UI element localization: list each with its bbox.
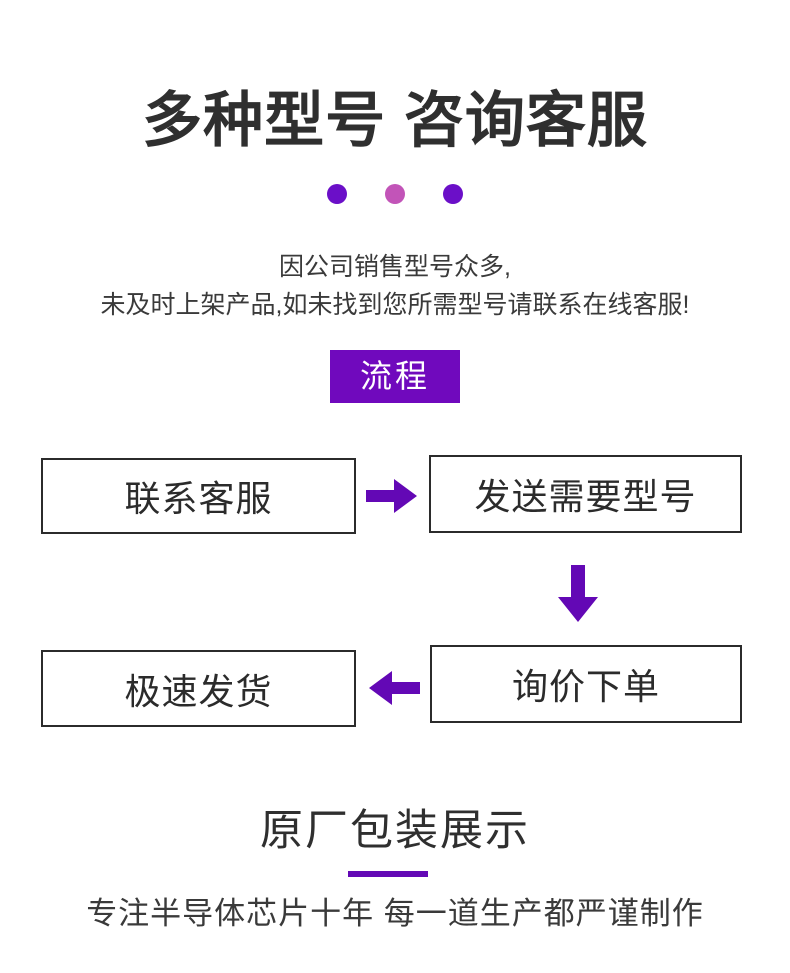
flow-step-fast-shipping[interactable]: 极速发货	[41, 650, 356, 727]
process-badge: 流程	[330, 350, 460, 403]
intro-line-2: 未及时上架产品,如未找到您所需型号请联系在线客服!	[100, 291, 690, 319]
flow-step-inquire-order[interactable]: 询价下单	[430, 645, 742, 723]
flow-step-send-model[interactable]: 发送需要型号	[429, 455, 742, 533]
packaging-section-heading: 原厂包装展示	[260, 807, 530, 855]
dot-purple-right	[443, 184, 463, 204]
heading-underline	[348, 871, 428, 877]
arrow-down-icon	[558, 565, 598, 622]
decorative-dots	[0, 184, 790, 204]
intro-line-1: 因公司销售型号众多,	[279, 253, 511, 281]
dot-pink-center	[385, 184, 405, 204]
dot-purple-left	[327, 184, 347, 204]
arrow-right-icon	[366, 479, 417, 513]
page-title: 多种型号 咨询客服	[142, 87, 648, 154]
flow-step-contact[interactable]: 联系客服	[41, 458, 356, 534]
packaging-section-subtitle: 专注半导体芯片十年 每一道生产都严谨制作	[86, 896, 704, 931]
intro-paragraph: 因公司销售型号众多, 未及时上架产品,如未找到您所需型号请联系在线客服!	[0, 248, 790, 324]
arrow-left-icon	[369, 671, 420, 705]
